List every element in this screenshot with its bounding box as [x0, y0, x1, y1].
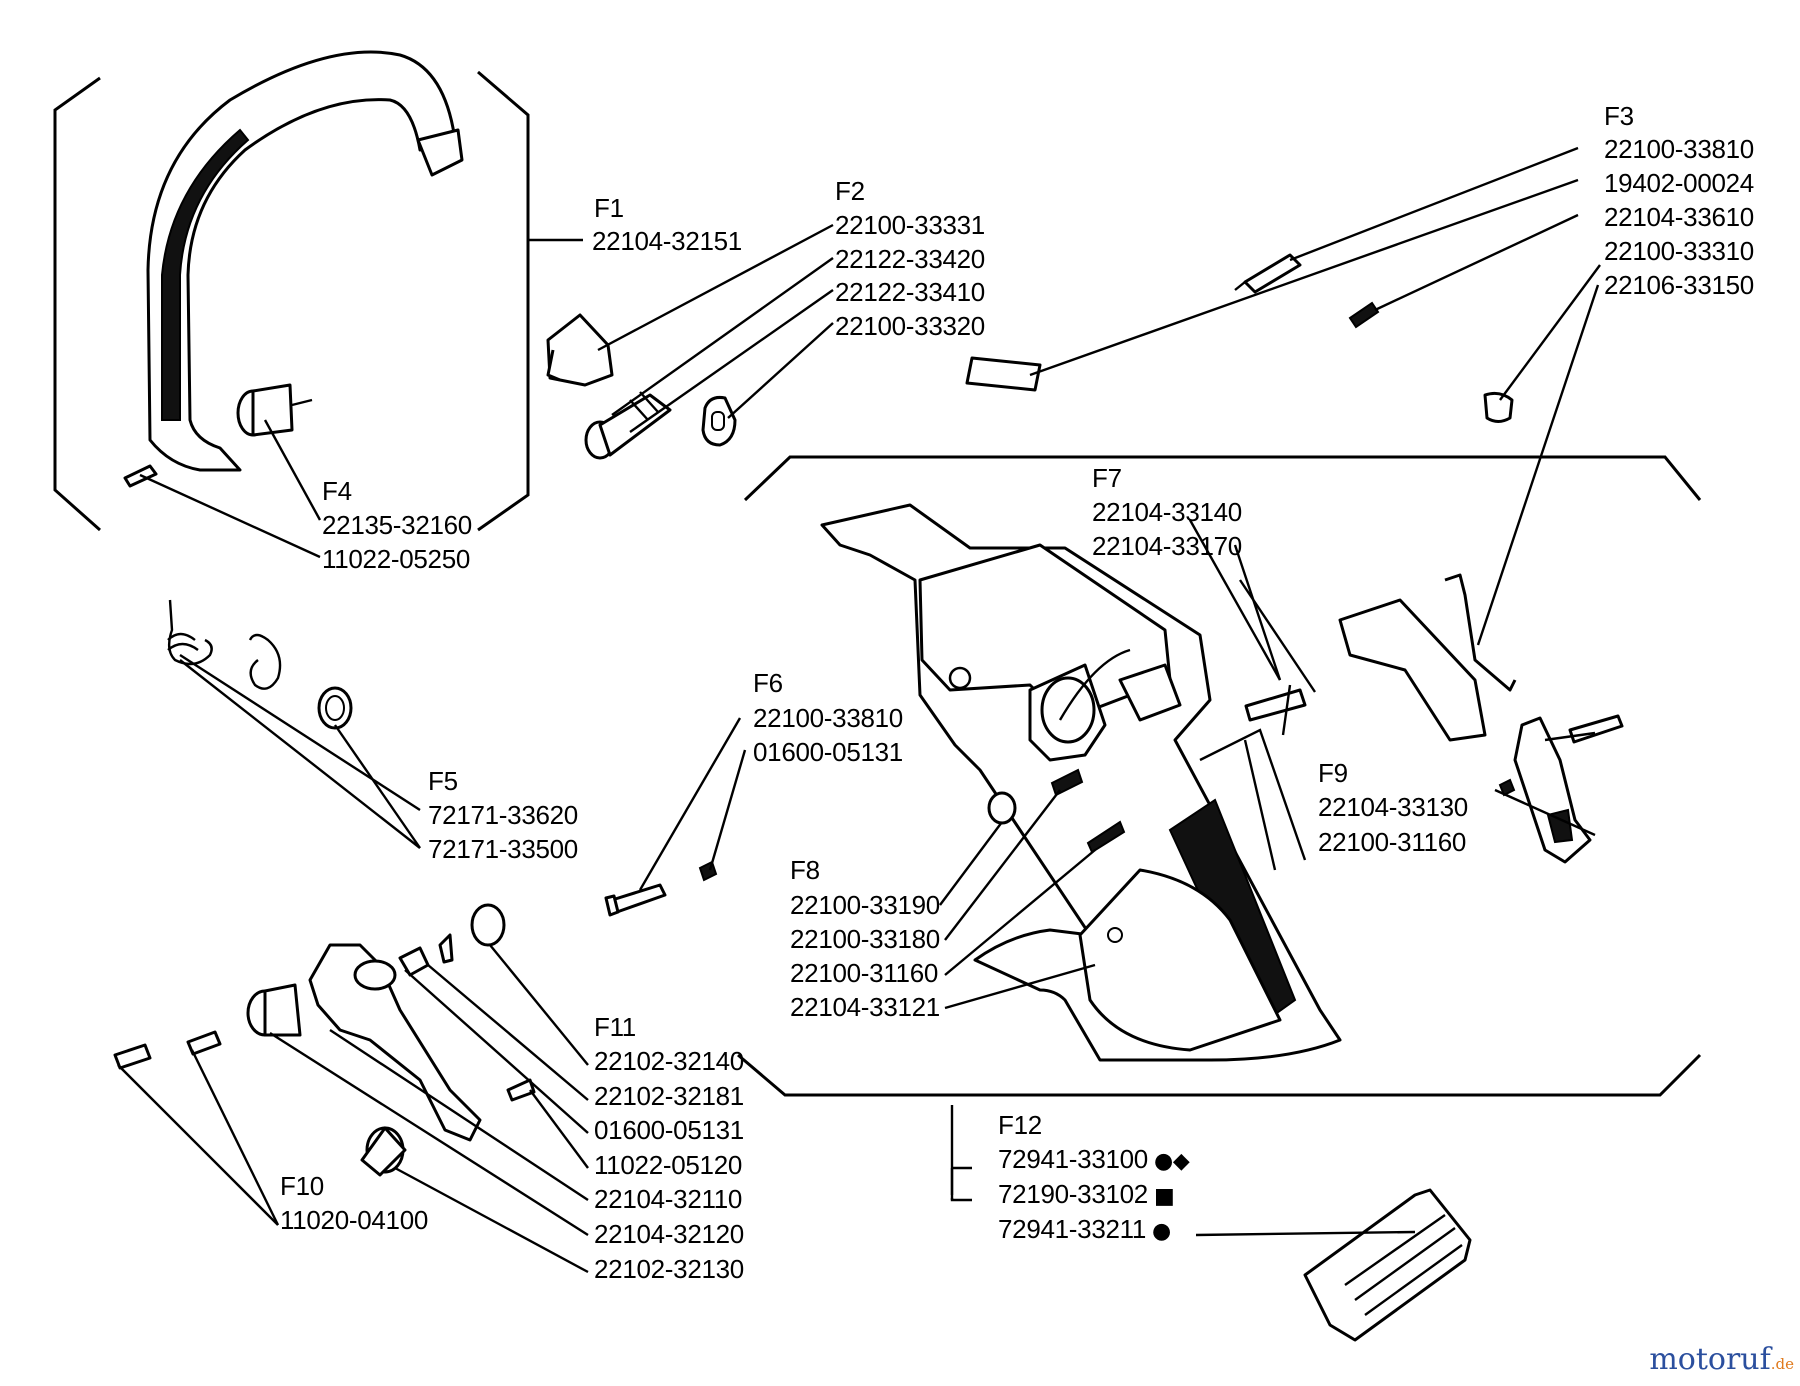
part-number: 22100-33320 [835, 311, 985, 341]
f10-f11-parts-drawing [113, 903, 536, 1177]
part-number: 22100-33810 [753, 703, 903, 733]
frame-housing-bracket [737, 455, 1702, 1097]
group-label-f11: F11 [594, 1012, 636, 1042]
part-number: 22135-32160 [322, 510, 472, 540]
f12-filter-drawing [1303, 1188, 1472, 1342]
watermark-logo: motoruf.de [1649, 1342, 1794, 1377]
variant-symbols: ● [1152, 1219, 1171, 1244]
part-number: 11020-04100 [280, 1205, 429, 1235]
main-housing-drawing [820, 503, 1342, 1062]
part-number: 22122-33410 [835, 277, 985, 307]
f2-parts-drawing [546, 313, 737, 460]
part-number: 22100-33190 [790, 890, 940, 920]
frame-handle-bracket [53, 70, 530, 532]
group-label-f12: F12 [998, 1110, 1042, 1140]
part-number: 22104-33121 [790, 992, 940, 1022]
part-number: 72941-33211 [998, 1214, 1147, 1244]
part-number-with-symbols: 72941-33211● [998, 1214, 1171, 1247]
part-number-with-symbols: 72941-33100●◆ [998, 1144, 1190, 1177]
front-handle-drawing [146, 50, 464, 472]
part-number: 22102-32130 [594, 1254, 744, 1284]
part-number: 22122-33420 [835, 244, 985, 274]
leader-lines [117, 146, 1601, 1274]
group-label-f2: F2 [835, 176, 865, 206]
part-number: 22100-31160 [790, 958, 939, 988]
group-label-f3: F3 [1604, 101, 1634, 131]
part-number: 22100-33810 [1604, 134, 1754, 164]
watermark-text: motoruf [1649, 1342, 1771, 1377]
group-label-f5: F5 [428, 766, 458, 796]
variant-symbols: ●◆ [1153, 1149, 1190, 1174]
group-label-f6: F6 [753, 668, 783, 698]
part-number: 01600-05131 [753, 737, 903, 767]
watermark-suffix: .de [1770, 1355, 1794, 1373]
part-number: 19402-00024 [1604, 168, 1754, 198]
part-number: 22100-31160 [1318, 827, 1467, 857]
part-number: 22100-33180 [790, 924, 940, 954]
group-label-f4: F4 [322, 476, 352, 506]
part-number: 11022-05250 [322, 544, 471, 574]
f6-bolt-drawing [604, 860, 718, 917]
part-number: 22104-32151 [592, 226, 742, 256]
part-number: 72941-33100 [998, 1144, 1148, 1174]
variant-symbols: ■ [1153, 1184, 1175, 1209]
part-number: 22104-33610 [1604, 202, 1754, 232]
group-label-f8: F8 [790, 855, 820, 885]
part-number: 22104-32120 [594, 1219, 744, 1249]
group-label-f10: F10 [280, 1171, 324, 1201]
part-number: 72171-33500 [428, 834, 578, 864]
f3-parts-drawing [965, 253, 1514, 423]
group-label-f7: F7 [1092, 463, 1122, 493]
part-number: 22104-33140 [1092, 497, 1242, 527]
part-number: 22102-32140 [594, 1046, 744, 1076]
group-label-f1: F1 [594, 193, 624, 223]
part-number-with-symbols: 72190-33102■ [998, 1179, 1175, 1212]
part-number: 72190-33102 [998, 1179, 1148, 1209]
handle-bushing-drawing [123, 383, 313, 488]
part-number: 22100-33310 [1604, 236, 1754, 266]
part-number: 72171-33620 [428, 800, 578, 830]
part-number: 01600-05131 [594, 1115, 744, 1145]
f9-trigger-drawing [1338, 573, 1624, 864]
part-number: 22106-33150 [1604, 270, 1754, 300]
part-number: 22104-33130 [1318, 792, 1468, 822]
part-number: 22104-33170 [1092, 531, 1242, 561]
part-number: 22104-32110 [594, 1184, 743, 1214]
group-label-f9: F9 [1318, 758, 1348, 788]
part-number: 22102-32181 [594, 1081, 744, 1111]
part-number: 11022-05120 [594, 1150, 743, 1180]
part-number: 22100-33331 [835, 210, 985, 240]
